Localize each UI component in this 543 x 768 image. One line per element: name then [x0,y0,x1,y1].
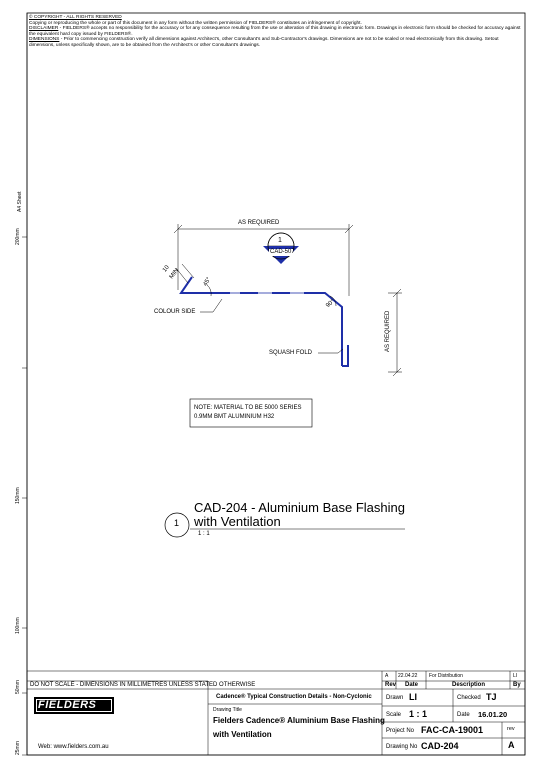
drawing-number-value: CAD-204 [421,741,459,751]
rev-header-description: Description [452,682,486,688]
checked-label: Checked [457,695,481,701]
dimensions-note-2: dimensions, unless specifically shown, a… [29,42,261,48]
squash-fold-label: SQUASH FOLD [269,350,313,356]
rev-header-by: By [513,682,521,688]
colour-side-label: COLOUR SIDE [154,309,196,315]
callout-number: 1 [278,237,282,244]
note-line-2: 0.9MM BMT ALUMINIUM H32 [194,414,275,420]
rev-header-rev: Rev [385,682,397,688]
drawing-title-label: Drawing Title [213,707,242,713]
scale-tick-50: 50mm [15,680,21,694]
series-title: Cadence® Typical Construction Details - … [216,694,372,700]
website-text: Web: www.fielders.com.au [38,744,109,750]
scale-tick-200: 200mm [15,228,21,245]
note-line-1: NOTE: MATERIAL TO BE 5000 SERIES [194,405,302,411]
as-required-top-label: AS REQUIRED [238,220,280,226]
sheet-size-label: A4 Sheet [17,191,23,212]
view-scale: 1 : 1 [198,531,210,537]
disclaimer-note-2: the equivalent hard copy issued by FIELD… [29,31,133,37]
disclaimer-text: - FIELDERS® accepts no responsibility fo… [58,26,521,32]
dimensions-note: DIMENSIONS - Prior to commencing constru… [29,37,519,43]
project-number-label: Project No [386,728,415,734]
copy-note: Copying or reproducing the whole or part… [29,20,362,26]
do-not-scale-note: DO NOT SCALE - DIMENSIONS IN MILLIMETRES… [30,682,256,688]
view-number: 1 [174,518,180,528]
fielders-logo: FIELDERS [38,699,97,711]
date-value: 16.01.20 [478,710,508,719]
scale-tick-150: 150mm [15,487,21,504]
drawing-number-label: Drawing No [386,744,418,750]
rev-header-date: Date [405,682,419,688]
drawing-title-line-2: with Ventilation [213,730,272,739]
rev-label: rev [507,726,515,732]
dimensions-text: - Prior to commencing construction verif… [59,37,499,43]
rev-row-rev: A [385,673,389,679]
project-number-value: FAC-CA-19001 [421,725,484,735]
copyright-note: © COPYRIGHT - ALL RIGHTS RESERVED [29,15,122,20]
general-notes: © COPYRIGHT - ALL RIGHTS RESERVED Copyin… [29,15,521,49]
drawn-value: LI [409,692,417,702]
view-title-line-1: CAD-204 - Aluminium Base Flashing [194,500,405,515]
scale-tick-0: 25mm [15,741,21,755]
rev-row-description: For Distribution [429,673,463,679]
drawn-label: Drawn [386,695,404,701]
callout-reference: CAD-507 [270,249,295,255]
scale-label: Scale [386,712,402,718]
rev-row-by: LI [513,673,518,679]
revision-value: A [508,740,515,750]
rev-row-date: 22.04.22 [398,673,418,679]
dimensions-label: DIMENSIONS [29,37,60,43]
date-label: Date [457,712,470,718]
drawing-title-line-1: Fielders Cadence® Aluminium Base Flashin… [213,716,385,725]
scale-value: 1 : 1 [409,709,428,719]
disclaimer-label: DISCLAIMER [29,26,59,32]
disclaimer-note: DISCLAIMER - FIELDERS® accepts no respon… [29,26,521,32]
view-title-line-2: with Ventilation [194,514,281,529]
scale-tick-100: 100mm [15,617,21,634]
checked-value: TJ [486,692,497,702]
as-required-side-label: AS REQUIRED [385,310,391,352]
